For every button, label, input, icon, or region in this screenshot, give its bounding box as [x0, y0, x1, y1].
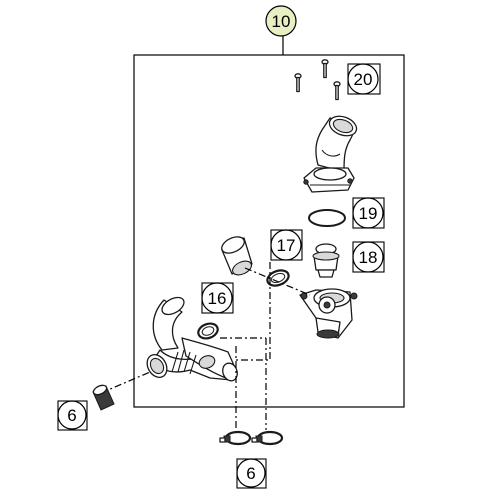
callout-20-label: 20 — [354, 70, 373, 89]
plug-part — [92, 384, 115, 411]
callout-16-label: 16 — [208, 289, 227, 308]
clamp-16-part — [197, 322, 219, 340]
callout-6-clamps[interactable]: 6 — [236, 458, 267, 489]
callout-6-clamps-label: 6 — [246, 464, 255, 483]
callout-18-label: 18 — [359, 248, 378, 267]
thermostat-housing-part — [299, 288, 358, 339]
screw-part — [294, 59, 341, 101]
callout-16-box — [201, 282, 234, 314]
callout-6-plug[interactable]: 6 — [57, 400, 88, 431]
callout-17-clamp[interactable]: 17 — [270, 229, 303, 261]
callout-6-plug-label: 6 — [67, 406, 76, 425]
callout-10-label: 10 — [272, 12, 291, 31]
thermostat-part — [312, 243, 340, 278]
clamp-17-part — [266, 269, 290, 287]
callout-19-box — [352, 197, 385, 229]
upper-hose-part — [221, 236, 253, 276]
callout-10-assembly[interactable]: 10 — [265, 5, 297, 37]
callout-6-plug-box — [57, 400, 88, 431]
callout-16-clamp[interactable]: 16 — [201, 282, 234, 314]
o-ring-part — [308, 209, 346, 227]
hose-clamps-part — [219, 430, 284, 446]
callout-17-label: 17 — [277, 236, 296, 255]
thermostat-cover-part — [303, 115, 358, 193]
lower-hose-part — [146, 296, 238, 382]
callout-19-label: 19 — [359, 204, 378, 223]
callout-18-thermostat[interactable]: 18 — [352, 241, 385, 273]
callout-10-circle — [265, 5, 297, 37]
callout-17-box — [270, 229, 303, 261]
callout-19-o-ring[interactable]: 19 — [352, 197, 385, 229]
callout-20-box — [347, 63, 381, 95]
callout-18-box — [352, 241, 385, 273]
assembly-frame — [133, 54, 405, 408]
callout-6-clamps-box — [236, 458, 267, 489]
callout-20-screws[interactable]: 20 — [347, 63, 381, 95]
assembly-paths — [100, 262, 311, 430]
